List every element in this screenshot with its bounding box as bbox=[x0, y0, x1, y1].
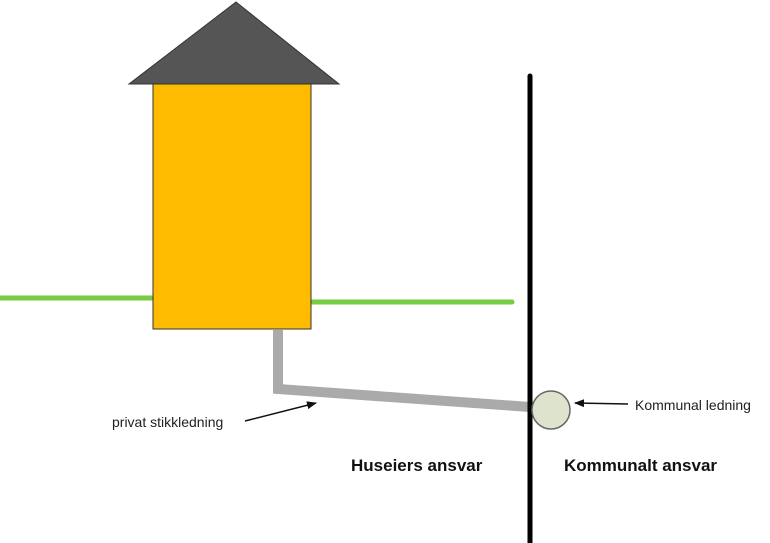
label-municipal-pipe: Kommunal ledning bbox=[635, 397, 751, 413]
label-owner-responsibility: Huseiers ansvar bbox=[351, 456, 483, 475]
label-municipal-responsibility: Kommunalt ansvar bbox=[564, 456, 717, 475]
arrow-private-pipe bbox=[244, 401, 317, 422]
private-service-pipe bbox=[273, 330, 531, 412]
house-body bbox=[152, 83, 312, 330]
municipal-main-pipe bbox=[531, 390, 571, 430]
house-roof bbox=[127, 1, 341, 85]
arrow-municipal-pipe bbox=[574, 399, 629, 408]
label-private-pipe: privat stikkledning bbox=[112, 414, 223, 430]
